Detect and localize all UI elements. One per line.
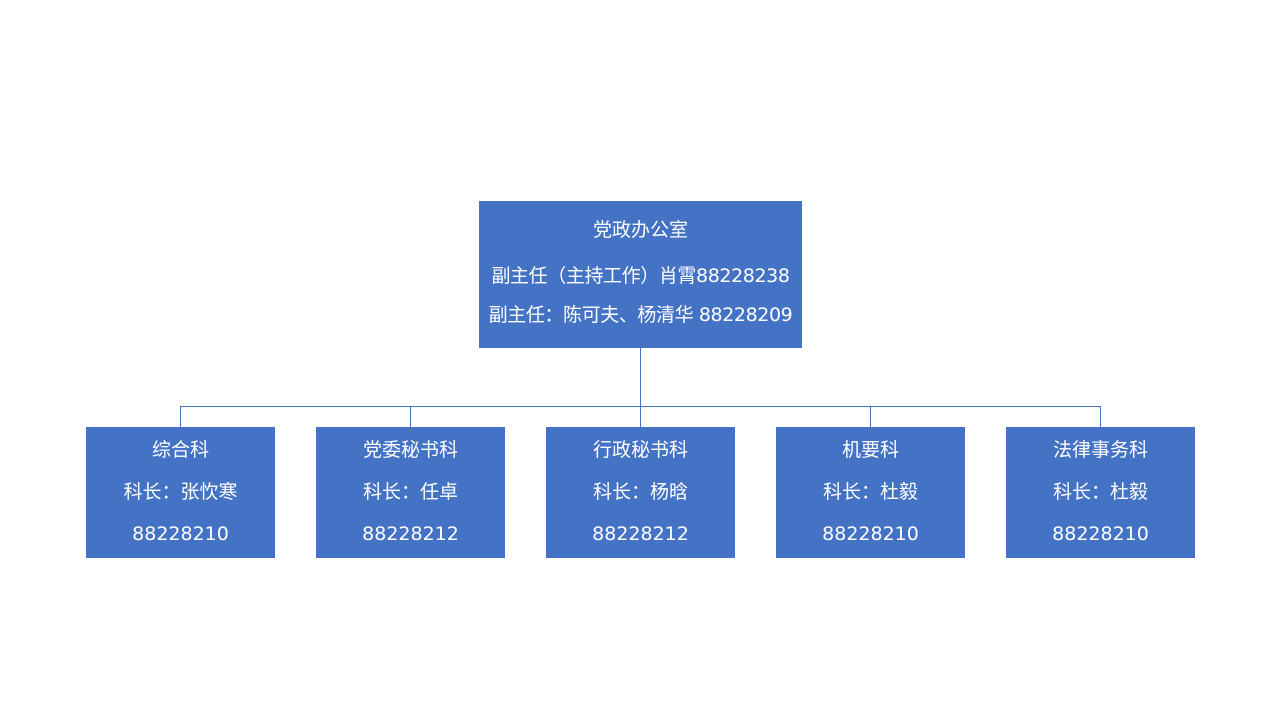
root-connector-vertical <box>640 348 641 407</box>
child-head: 科长：张忺寒 <box>123 481 238 503</box>
child-phone: 88228210 <box>822 523 919 545</box>
child-title: 法律事务科 <box>1052 439 1148 461</box>
child-head: 科长：杜毅 <box>822 481 918 503</box>
root-title: 党政办公室 <box>592 219 688 241</box>
child-title: 行政秘书科 <box>592 439 688 461</box>
child-node-confidential-section <box>776 427 965 558</box>
child-connector-4 <box>870 406 871 427</box>
child-connector-5 <box>1100 406 1101 427</box>
child-phone: 88228212 <box>592 523 689 545</box>
child-phone: 88228210 <box>1052 523 1149 545</box>
child-head: 科长：任卓 <box>362 481 458 503</box>
child-title: 机要科 <box>841 439 899 461</box>
child-connector-2 <box>410 406 411 427</box>
root-deputy-director-in-charge: 副主任（主持工作）肖霄88228238 <box>491 265 790 287</box>
child-connector-1 <box>180 406 181 427</box>
child-title: 综合科 <box>151 439 209 461</box>
child-phone: 88228212 <box>362 523 459 545</box>
child-node-legal-affairs-section <box>1006 427 1195 558</box>
child-connector-3 <box>640 406 641 427</box>
child-head: 科长：杨晗 <box>592 481 688 503</box>
child-phone: 88228210 <box>132 523 229 545</box>
child-node-party-secretary-section <box>316 427 505 558</box>
child-head: 科长：杜毅 <box>1052 481 1148 503</box>
child-title: 党委秘书科 <box>362 439 458 461</box>
root-deputy-directors: 副主任：陈可夫、杨清华 88228209 <box>488 304 793 326</box>
child-node-general-section <box>86 427 275 558</box>
root-node-party-office <box>479 201 802 348</box>
child-node-administrative-secretary-section <box>546 427 735 558</box>
